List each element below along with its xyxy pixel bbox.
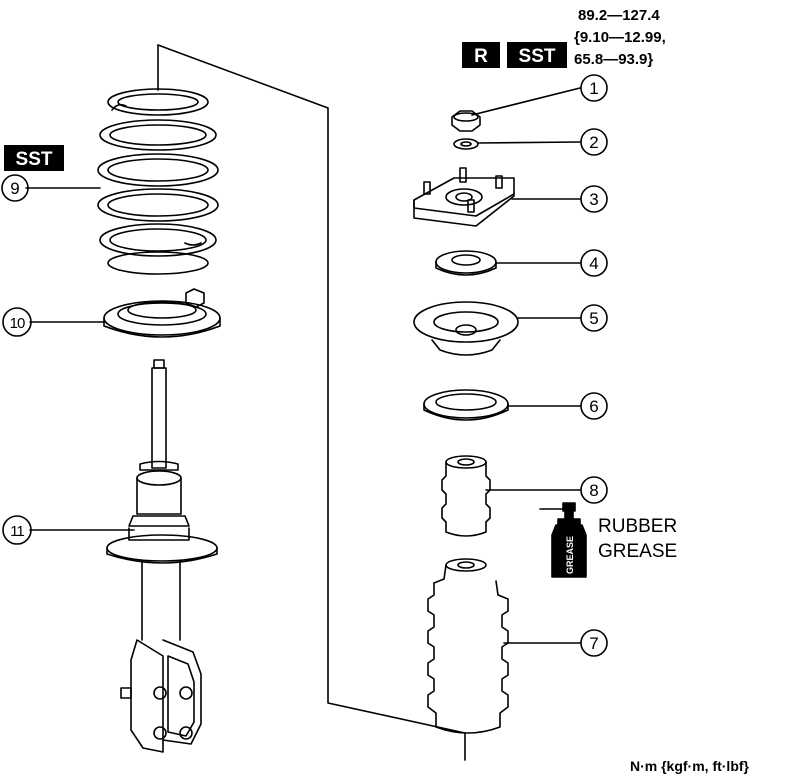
callout-number-1: 1: [589, 79, 598, 98]
torque-line-1: 89.2—127.4: [578, 7, 660, 24]
callout-circle-9: [1, 174, 29, 202]
upper-bearing: [435, 250, 497, 276]
mounting-bracket: [413, 167, 515, 227]
torque-line-3: 65.8—93.9}: [574, 51, 653, 68]
callout-circle-11: [2, 515, 32, 545]
dust-boot: [427, 558, 509, 734]
callout-number-11: 11: [10, 523, 24, 540]
callout-number-8: 8: [589, 481, 598, 500]
callout-circle-5: [580, 304, 608, 332]
svg-text:SST: SST: [16, 149, 53, 170]
callout-circle-4: [580, 249, 608, 277]
callout-number-3: 3: [589, 190, 598, 209]
sst-badge-left: SST: [4, 145, 64, 171]
callout-circle-6: [580, 392, 608, 420]
callout-number-4: 4: [589, 254, 598, 273]
spring-pad: [423, 389, 509, 421]
callout-number-7: 7: [589, 634, 598, 653]
shock-absorber: [106, 359, 218, 753]
callout-circle-10: [2, 307, 32, 337]
callout-number-9: 9: [10, 179, 19, 198]
callout-circle-8: [580, 476, 608, 504]
lock-nut: [451, 110, 481, 132]
torque-spec: 89.2—127.4 {9.10—12.99, 65.8—93.9}: [574, 7, 666, 68]
callout-number-10: 10: [10, 315, 25, 332]
callout-number-2: 2: [589, 133, 598, 152]
assembly-guide-line-right: [157, 44, 466, 761]
callout-number-6: 6: [589, 397, 598, 416]
units-label: N·m {kgf·m, ft·lbf}: [630, 758, 750, 774]
svg-text:R: R: [474, 46, 488, 67]
callout-number-5: 5: [589, 309, 598, 328]
grease-can-icon: [539, 502, 587, 578]
replace-badge: R: [462, 42, 500, 68]
sst-badge-top: SST: [507, 42, 567, 68]
callout-circle-2: [580, 128, 608, 156]
leader-1: [471, 87, 581, 116]
torque-line-2: {9.10—12.99,: [574, 29, 666, 46]
callout-circle-7: [580, 629, 608, 657]
svg-text:SST: SST: [519, 46, 556, 67]
grease-label-line-1: RUBBER: [598, 516, 677, 537]
callout-circle-3: [580, 185, 608, 213]
leader-2: [477, 141, 581, 144]
bound-stopper: [441, 455, 491, 537]
washer: [453, 138, 479, 150]
callout-circle-1: [580, 74, 608, 102]
grease-label-line-2: GREASE: [598, 541, 677, 562]
upper-spring-seat: [413, 301, 519, 356]
lower-spring-seat: [103, 288, 221, 338]
coil-spring: [97, 88, 219, 275]
grease-can-text: GREASE: [565, 536, 575, 574]
